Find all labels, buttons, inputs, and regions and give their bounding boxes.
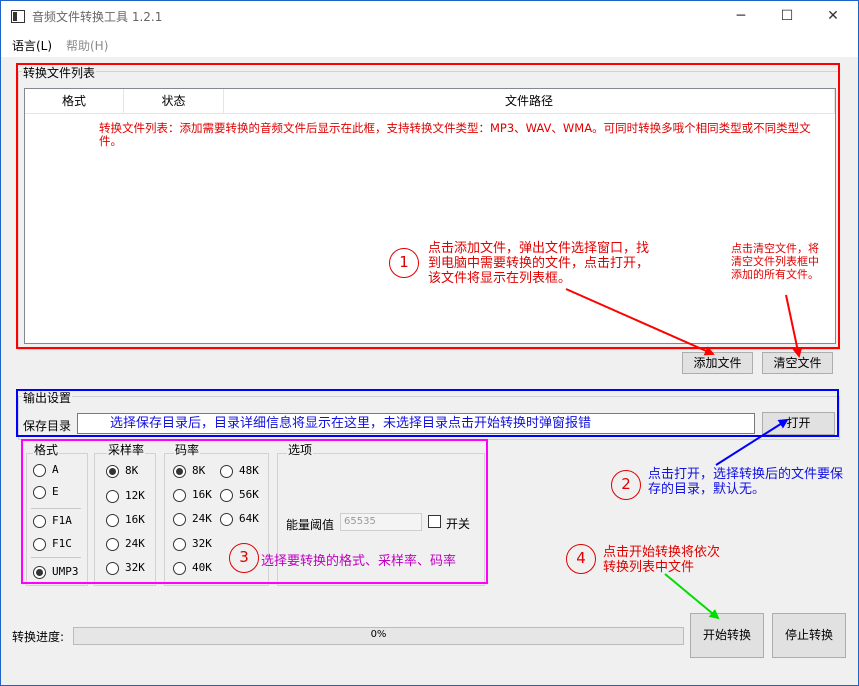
- sample-rate-group-title: 采样率: [107, 441, 146, 458]
- menu-language[interactable]: 语言(L): [12, 39, 53, 53]
- bit-rate-radio-8k[interactable]: [173, 465, 186, 478]
- sample-rate-radio-label: 24K: [125, 537, 145, 550]
- file-list-group-title: 转换文件列表: [22, 64, 97, 81]
- menu-bar: 语言(L) 帮助(H): [0, 33, 859, 57]
- column-header-format[interactable]: 格式: [25, 89, 124, 114]
- bit-rate-radio-64k[interactable]: [220, 513, 233, 526]
- menu-help[interactable]: 帮助(H): [66, 39, 109, 53]
- annotation-start: 点击开始转换将依次转换列表中文件: [603, 545, 721, 575]
- annotation-number-1: 1: [389, 248, 419, 278]
- column-header-path[interactable]: 文件路径: [224, 89, 835, 114]
- file-list-hint: 转换文件列表：添加需要转换的音频文件后显示在此框，支持转换文件类型：MP3、WA…: [99, 121, 811, 148]
- format-radio-label: E: [52, 485, 59, 498]
- annotation-number-3: 3: [229, 543, 259, 573]
- sample-rate-radio-32k[interactable]: [106, 562, 119, 575]
- bit-rate-radio-label: 40K: [192, 561, 212, 574]
- format-radio-label: F1A: [52, 514, 72, 527]
- arrow-to-start: [664, 573, 720, 620]
- clear-file-button[interactable]: 清空文件: [762, 352, 833, 374]
- progress-text: 0%: [370, 629, 387, 640]
- sample-rate-radio-label: 12K: [125, 489, 145, 502]
- bit-rate-group: [164, 453, 269, 586]
- window-title: 音频文件转换工具 1.2.1: [32, 10, 163, 24]
- output-group-title: 输出设置: [22, 389, 73, 406]
- energy-threshold-label: 能量阈值: [286, 518, 335, 532]
- title-bar[interactable]: 音频文件转换工具 1.2.1 ─ ☐ ✕: [0, 0, 859, 33]
- open-button[interactable]: 打开: [762, 412, 835, 435]
- maximize-button[interactable]: ☐: [780, 8, 794, 24]
- format-radio-a[interactable]: [33, 464, 46, 477]
- bit-rate-group-title: 码率: [174, 441, 201, 458]
- format-group-title: 格式: [33, 441, 60, 458]
- close-button[interactable]: ✕: [827, 8, 839, 24]
- sample-rate-radio-16k[interactable]: [106, 514, 119, 527]
- options-group-title: 选项: [287, 441, 314, 458]
- format-radio-f1a[interactable]: [33, 515, 46, 528]
- save-dir-label: 保存目录: [23, 419, 72, 433]
- switch-label: 开关: [446, 517, 471, 531]
- sample-rate-radio-24k[interactable]: [106, 538, 119, 551]
- format-radio-f1c[interactable]: [33, 538, 46, 551]
- format-radio-label: UMP3: [52, 565, 79, 578]
- minimize-button[interactable]: ─: [736, 8, 746, 24]
- energy-threshold-input[interactable]: 65535: [340, 513, 422, 531]
- progress-label: 转换进度:: [12, 630, 65, 644]
- progress-bar: 0%: [73, 627, 684, 645]
- format-radio-e[interactable]: [33, 486, 46, 499]
- format-divider-1: [31, 508, 81, 509]
- column-header-status[interactable]: 状态: [124, 89, 224, 114]
- start-convert-button[interactable]: 开始转换: [690, 613, 764, 658]
- bit-rate-radio-56k[interactable]: [220, 489, 233, 502]
- file-list[interactable]: 格式 状态 文件路径 转换文件列表：添加需要转换的音频文件后显示在此框，支持转换…: [24, 88, 836, 344]
- annotation-number-2: 2: [611, 470, 641, 500]
- bit-rate-radio-label: 48K: [239, 464, 259, 477]
- app-icon: [11, 10, 25, 23]
- bit-rate-radio-24k[interactable]: [173, 513, 186, 526]
- stop-convert-button[interactable]: 停止转换: [772, 613, 846, 658]
- bit-rate-radio-48k[interactable]: [220, 465, 233, 478]
- sample-rate-radio-12k[interactable]: [106, 490, 119, 503]
- bit-rate-radio-label: 24K: [192, 512, 212, 525]
- sample-rate-radio-label: 16K: [125, 513, 145, 526]
- bit-rate-radio-40k[interactable]: [173, 562, 186, 575]
- add-file-button[interactable]: 添加文件: [682, 352, 753, 374]
- annotation-number-4: 4: [566, 544, 596, 574]
- options-group: [277, 453, 485, 586]
- format-radio-label: A: [52, 463, 59, 476]
- bit-rate-radio-label: 64K: [239, 512, 259, 525]
- annotation-settings: 选择要转换的格式、采样率、码率: [261, 554, 457, 569]
- format-radio-ump3[interactable]: [33, 566, 46, 579]
- sample-rate-radio-label: 8K: [125, 464, 139, 477]
- format-radio-label: F1C: [52, 537, 72, 550]
- bit-rate-radio-label: 8K: [192, 464, 206, 477]
- bit-rate-radio-label: 32K: [192, 537, 212, 550]
- switch-checkbox[interactable]: [428, 515, 441, 528]
- bit-rate-radio-16k[interactable]: [173, 489, 186, 502]
- sample-rate-radio-8k[interactable]: [106, 465, 119, 478]
- annotation-open: 点击打开，选择转换后的文件要保存的目录，默认无。: [648, 467, 844, 497]
- bit-rate-radio-32k[interactable]: [173, 538, 186, 551]
- save-dir-field[interactable]: 选择保存目录后，目录详细信息将显示在这里，未选择目录点击开始转换时弹窗报错: [77, 413, 755, 434]
- bit-rate-radio-label: 16K: [192, 488, 212, 501]
- annotation-add-file: 点击添加文件，弹出文件选择窗口，找到电脑中需要转换的文件，点击打开，该文件将显示…: [428, 241, 650, 286]
- sample-rate-radio-label: 32K: [125, 561, 145, 574]
- bit-rate-radio-label: 56K: [239, 488, 259, 501]
- format-divider-2: [31, 557, 81, 558]
- annotation-clear-file: 点击清空文件，将清空文件列表框中添加的所有文件。: [731, 242, 819, 281]
